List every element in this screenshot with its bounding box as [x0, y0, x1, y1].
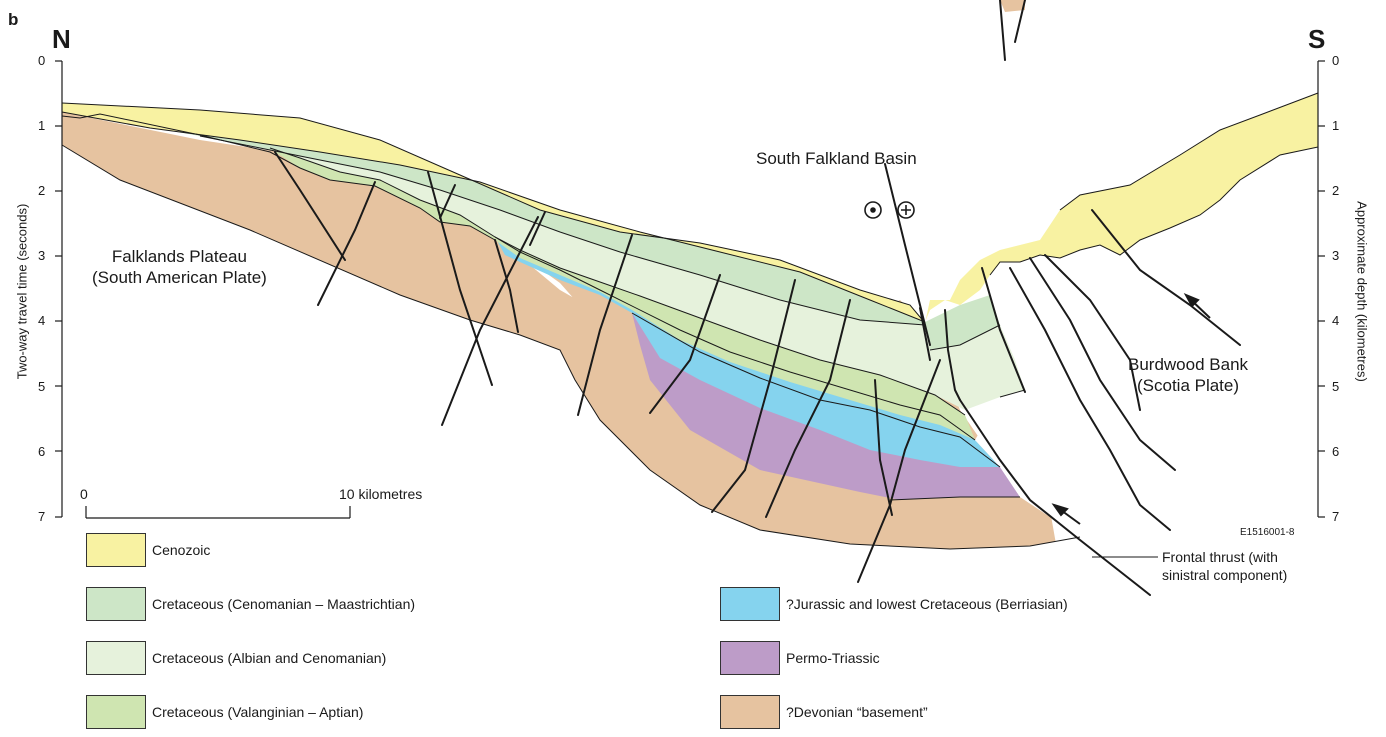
into-page-cross [901, 205, 911, 215]
out-of-page-dot [870, 207, 876, 213]
right-tick-2: 2 [1332, 183, 1340, 199]
right-tick-4: 4 [1332, 313, 1340, 329]
left-tick-7: 7 [38, 508, 46, 524]
cret-cen-maa-layer [62, 112, 1000, 350]
legend-swatch [720, 587, 780, 621]
right-tick-7: 7 [1332, 508, 1340, 524]
legend-swatch [86, 641, 146, 675]
left-axis-title: Two-way travel time (seconds) [14, 203, 30, 380]
legend-label: Cretaceous (Albian and Cenomanian) [152, 650, 387, 666]
frontal-thrust-line1: Frontal thrust (with [1162, 549, 1278, 565]
right-tick-5: 5 [1332, 378, 1340, 394]
right-axis-title: Approximate depth (kilometres) [1354, 201, 1370, 382]
falklands-plateau-label: Falklands Plateau (South American Plate) [92, 246, 267, 288]
cret-val-apt-layer [270, 148, 975, 440]
jurassic-layer [495, 237, 1000, 467]
falklands-plateau-line2: (South American Plate) [92, 268, 267, 287]
legend-swatch [86, 695, 146, 729]
burdwood-bank-line1: Burdwood Bank [1128, 355, 1249, 374]
scale-bar-end: 10 kilometres [339, 486, 423, 502]
legend-label: Cenozoic [152, 542, 211, 558]
legend-swatch [86, 533, 146, 567]
into-page-symbol [897, 201, 915, 219]
legend-label: Cretaceous (Valanginian – Aptian) [152, 704, 364, 720]
left-tick-2: 2 [38, 183, 46, 199]
right-tick-1: 1 [1332, 118, 1340, 134]
thrust-gap [975, 147, 1318, 737]
cenozoic-layer [62, 93, 1318, 323]
frontal-thrust-line2: sinistral component) [1162, 567, 1288, 583]
right-tick-0: 0 [1332, 53, 1340, 68]
left-axis [55, 60, 63, 518]
right-axis [1317, 60, 1325, 518]
right-tick-6: 6 [1332, 443, 1340, 459]
thrust-arrows [1051, 292, 1211, 525]
legend-label: Cretaceous (Cenomanian – Maastrichtian) [152, 596, 416, 612]
south-falkland-basin-label: South Falkland Basin [756, 149, 917, 168]
south-label: S [1308, 24, 1326, 54]
left-tick-0: 0 [38, 53, 46, 68]
strike-slip-symbols [864, 201, 915, 219]
left-tick-1: 1 [38, 118, 46, 134]
left-tick-5: 5 [38, 378, 46, 394]
legend-label: Permo-Triassic [786, 650, 880, 666]
burdwood-bank-line2: (Scotia Plate) [1136, 376, 1240, 395]
scale-bar-start: 0 [80, 486, 88, 502]
scale-bar [85, 506, 351, 519]
layer-boundaries [61, 92, 1319, 550]
legend-label: ?Devonian “basement” [786, 704, 928, 720]
legend-swatch [720, 641, 780, 675]
legend-swatch [720, 695, 780, 729]
legend-label: ?Jurassic and lowest Cretaceous (Berrias… [786, 596, 1068, 612]
right-tick-3: 3 [1332, 248, 1340, 264]
north-label: N [52, 24, 71, 54]
cret-alb-cen-layer [200, 136, 1025, 410]
figure-code: E1516001-8 [1240, 527, 1295, 538]
burdwood-bank-label: Burdwood Bank (Scotia Plate) [1128, 354, 1248, 396]
left-tick-4: 4 [38, 313, 46, 329]
left-tick-3: 3 [38, 248, 46, 264]
faults [274, 0, 1241, 596]
legend-swatch [86, 587, 146, 621]
left-tick-6: 6 [38, 443, 46, 459]
falklands-plateau-line1: Falklands Plateau [111, 247, 247, 266]
frontal-thrust-label: Frontal thrust (with sinistral component… [1162, 548, 1287, 584]
panel-label: b [8, 10, 19, 29]
out-of-page-symbol [864, 201, 882, 219]
basement-outlier [1000, 0, 1025, 12]
